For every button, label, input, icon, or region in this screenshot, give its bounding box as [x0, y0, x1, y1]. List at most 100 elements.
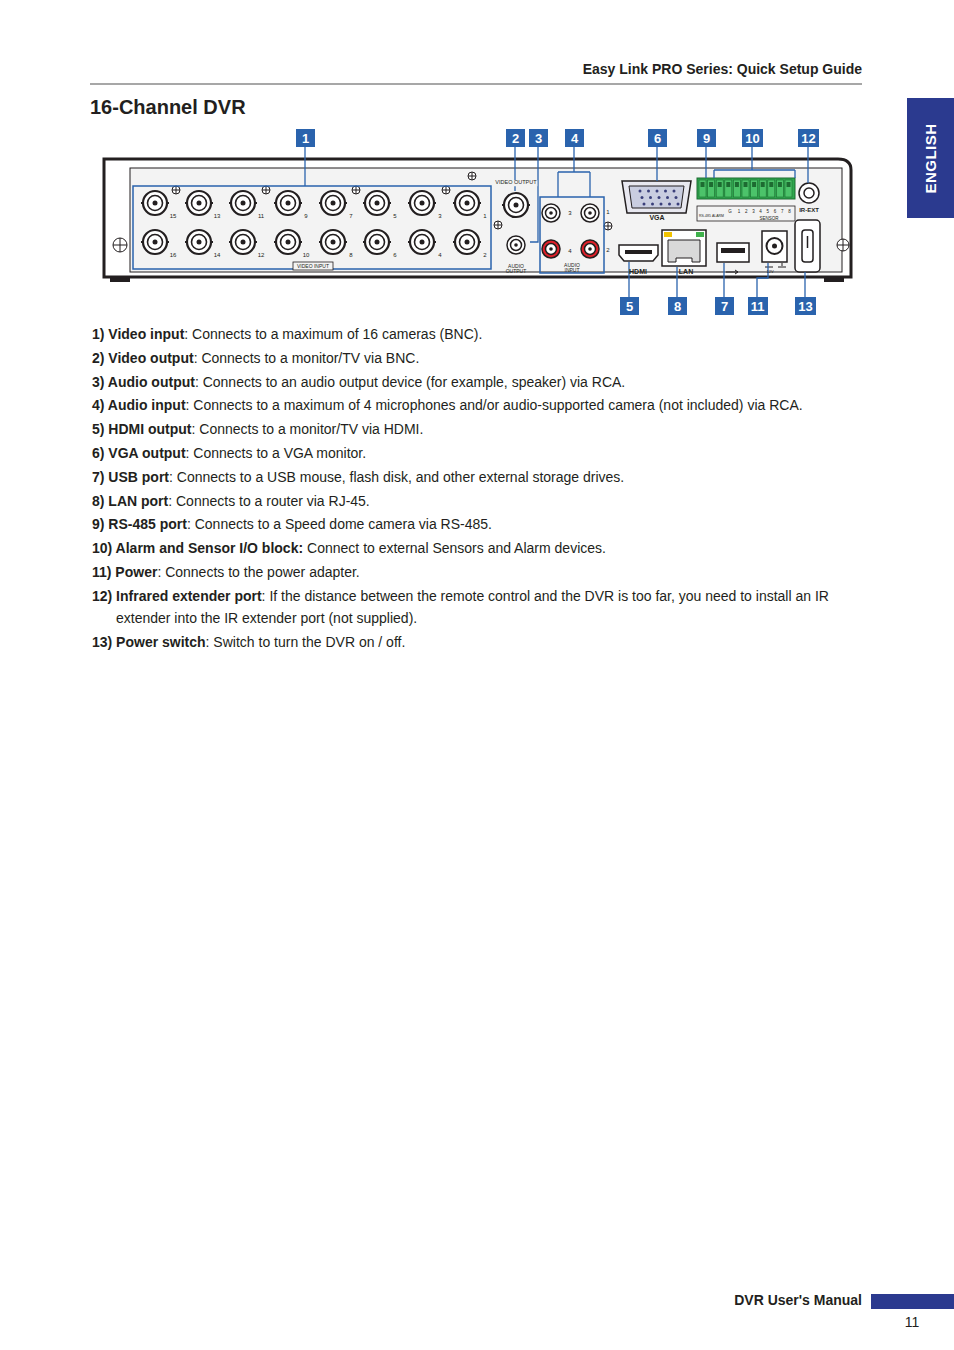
port-label: 7: [349, 213, 352, 219]
vga-port: [622, 181, 691, 213]
item-text: : Connects to a monitor/TV via HDMI.: [192, 421, 424, 437]
terminal-screw: [787, 182, 791, 187]
leader-line: [714, 147, 795, 178]
header-rule: [90, 83, 862, 85]
screw: [604, 222, 612, 230]
rca-inner: [546, 244, 557, 255]
bnc-inner: [370, 235, 385, 250]
terminal-screw: [769, 182, 773, 187]
vga-pin: [651, 203, 654, 206]
port-label: VIDEO OUTPUT: [494, 180, 537, 186]
bnc-pin: [286, 201, 291, 206]
rca-jack: [542, 240, 560, 258]
bnc-inner: [415, 235, 430, 250]
item-text: : Connects to a USB mouse, flash disk, a…: [169, 469, 624, 485]
port-label: 1: [483, 213, 486, 219]
description-item: 13) Power switch: Switch to turn the DVR…: [92, 631, 405, 653]
bnc-connector: [143, 230, 167, 254]
terminal-slot: [776, 180, 783, 197]
leader-line: [530, 147, 538, 242]
hdmi-contacts: [625, 250, 652, 254]
leader-line: [628, 262, 629, 297]
bnc-pin: [153, 201, 158, 206]
screw-slot: [262, 186, 270, 194]
leader-line: [676, 267, 677, 297]
screw: [113, 238, 127, 252]
port-label: 3: [752, 210, 755, 215]
leader-line: [723, 263, 724, 297]
bnc-lug: [408, 202, 436, 204]
terminal-slot: [768, 180, 775, 197]
leader-lines: [305, 147, 808, 297]
bnc-connector: [276, 191, 300, 215]
description-item: 11) Power: Connects to the power adapter…: [92, 561, 360, 583]
terminal-slot: [708, 180, 715, 197]
bnc-inner: [236, 196, 251, 211]
rca-group: [507, 204, 599, 258]
bnc-connector: [504, 193, 528, 217]
callout-number: 11: [751, 299, 765, 314]
bnc-connector: [187, 191, 211, 215]
port-label: LAN: [679, 268, 693, 275]
bnc-inner: [281, 235, 296, 250]
bnc-connector: [455, 230, 479, 254]
bnc-connector: [321, 191, 345, 215]
description-item: 2) Video output: Connects to a monitor/T…: [92, 347, 419, 369]
bnc-connector: [455, 191, 479, 215]
running-header: Easy Link PRO Series: Quick Setup Guide: [583, 62, 862, 76]
item-heading: 11) Power: [92, 564, 157, 580]
bnc-lug: [408, 241, 436, 243]
bnc-connector: [187, 230, 211, 254]
bnc-connector: [410, 230, 434, 254]
screw: [262, 186, 270, 194]
terminal-slot: [759, 180, 766, 197]
item-text: : Switch to turn the DVR on / off.: [206, 634, 406, 650]
bnc-lug: [185, 241, 213, 243]
screw-slot: [468, 172, 476, 180]
callout-number: 13: [798, 299, 812, 314]
terminal-block: [697, 178, 795, 199]
leader-line: [757, 263, 768, 297]
power-jack-pin: [772, 244, 777, 249]
port-label: IR-EXT: [799, 207, 819, 213]
leader-line: [304, 147, 305, 186]
port-label: 11: [258, 213, 264, 219]
rca-pin: [588, 211, 592, 215]
rca-inner: [546, 208, 557, 219]
port-label: ALARM: [712, 215, 724, 219]
description-item: 4) Audio input: Connects to a maximum of…: [92, 394, 803, 416]
usb-symbol: [726, 270, 738, 274]
vga-shell: [629, 186, 684, 208]
screw-slot: [494, 221, 502, 229]
callout-number: 7: [721, 299, 728, 314]
video-input-group: [133, 186, 491, 269]
bnc-lug: [453, 241, 481, 243]
port-label: 8: [349, 252, 352, 258]
bnc-connector: [143, 191, 167, 215]
screw-slot: [172, 186, 180, 194]
port-label: 1: [738, 210, 741, 215]
rca-pin: [588, 247, 592, 251]
item-heading: 12) Infrared extender port: [92, 588, 262, 604]
vga-pin: [641, 196, 644, 199]
bnc-pin: [241, 201, 246, 206]
footer-text: DVR User's Manual: [734, 1293, 862, 1307]
rca-inner: [585, 244, 596, 255]
port-label: 6: [393, 252, 396, 258]
item-text: : Connects to a maximum of 16 cameras (B…: [184, 326, 482, 342]
item-heading: 3) Audio output: [92, 374, 195, 390]
callout-number: 5: [626, 299, 633, 314]
vga-pin: [668, 203, 671, 206]
bnc-connector: [321, 230, 345, 254]
port-label: AUDIO OUTPUT: [503, 264, 529, 274]
port-label: 5: [767, 210, 770, 215]
bnc-pin: [465, 201, 470, 206]
callout-number: 8: [674, 299, 681, 314]
bnc-lug: [141, 241, 169, 243]
hdmi-port: [619, 245, 658, 261]
power-switch: [795, 220, 820, 272]
bnc-pin: [197, 201, 202, 206]
bnc-pin: [420, 240, 425, 245]
vga-pin: [656, 190, 659, 193]
language-label: ENGLISH: [922, 123, 939, 193]
